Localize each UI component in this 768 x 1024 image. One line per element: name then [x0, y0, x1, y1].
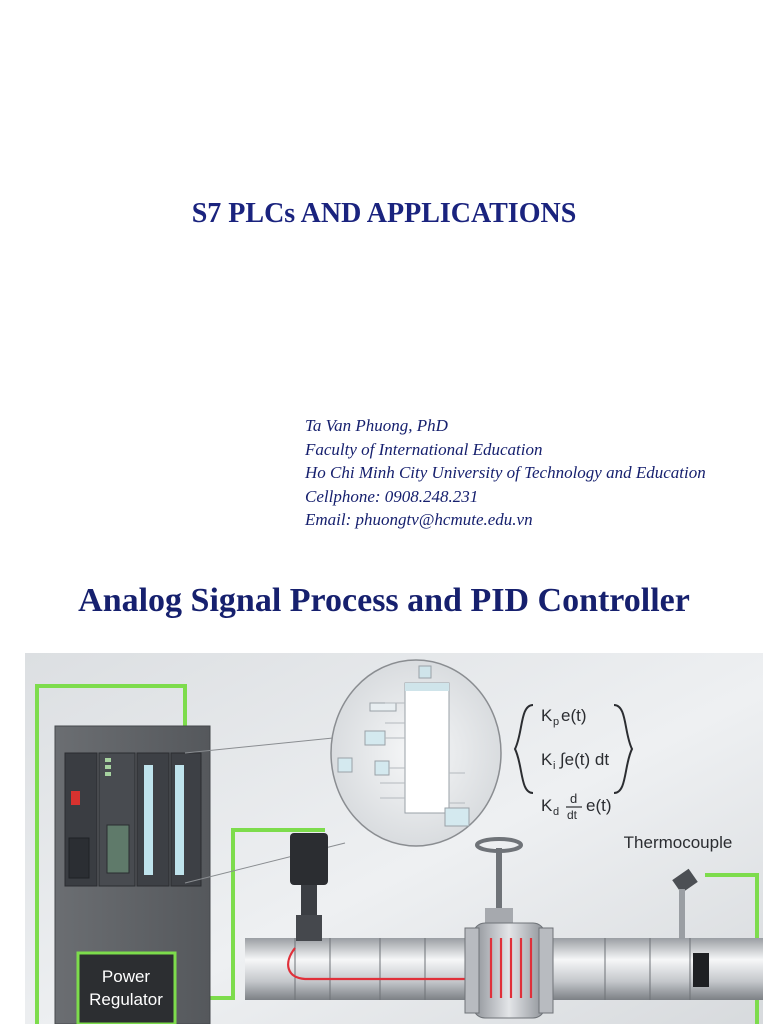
pid-d-term-rest: e(t) [586, 796, 612, 815]
heater-wire [287, 947, 485, 981]
pid-d-term-den: dt [567, 808, 578, 822]
valve [464, 837, 554, 1019]
pid-d-term-coef: K [541, 796, 553, 815]
pid-p-term-rest: e(t) [561, 706, 587, 725]
author-faculty: Faculty of International Education [305, 439, 543, 459]
actuator [290, 833, 328, 941]
power-regulator: Power Regulator [76, 951, 177, 1024]
pid-i-term-rest: ∫e(t) dt [559, 750, 609, 769]
pid-d-term-num: d [570, 791, 577, 806]
author-university: Ho Chi Minh City University of Technolog… [305, 463, 706, 482]
section-title: Analog Signal Process and PID Controller [78, 582, 690, 619]
pid-process-diagram: Power Regulator [25, 653, 763, 1024]
pid-p-term-coef: K [541, 706, 553, 725]
thermocouple-label: Thermocouple [624, 833, 733, 852]
pid-d-term-sub: d [553, 806, 559, 818]
pid-p-term-sub: p [553, 716, 559, 728]
function-block-zoom [184, 659, 502, 884]
power-regulator-label-line2: Regulator [89, 990, 163, 1009]
author-block: Ta Van Phuong, PhD Faculty of Internatio… [305, 414, 706, 532]
pid-i-term-sub: i [553, 760, 555, 772]
slide-title: S7 PLCs AND APPLICATIONS [191, 198, 577, 229]
pid-formula: K p e(t) K i ∫e(t) dt K d d dt e(t) [513, 704, 634, 822]
diagram-canvas: Power Regulator [25, 653, 763, 1024]
author-email: Email: phuongtv@hcmute.edu.vn [305, 510, 533, 529]
plc-rack [64, 752, 202, 887]
io-indicators [144, 765, 184, 875]
author-name: Ta Van Phuong, PhD [305, 416, 448, 435]
author-cellphone: Cellphone: 0908.248.231 [305, 486, 479, 506]
wire-plc-top [35, 684, 187, 1024]
pid-i-term-coef: K [541, 750, 553, 769]
power-regulator-label-line1: Power [102, 967, 151, 986]
thermocouple-sensor [672, 868, 698, 939]
